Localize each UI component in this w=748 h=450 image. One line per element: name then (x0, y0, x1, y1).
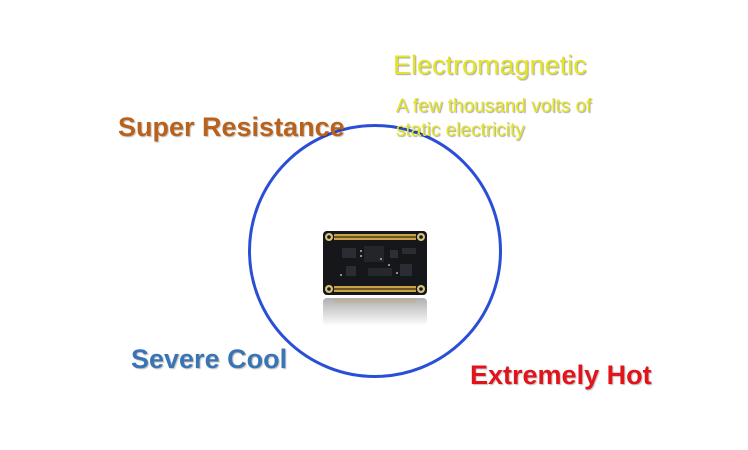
label-extremely-hot: Extremely Hot (470, 360, 652, 390)
label-super-resistance: Super Resistance (118, 112, 345, 142)
label-severe-cool: Severe Cool (131, 344, 288, 374)
circuit-board-icon (320, 228, 430, 328)
circuit-board-graphic (323, 231, 427, 326)
feature-ring (248, 124, 502, 378)
label-electromagnetic: Electromagnetic (393, 50, 587, 80)
label-static-electricity-note: A few thousand volts of static electrici… (396, 96, 592, 141)
